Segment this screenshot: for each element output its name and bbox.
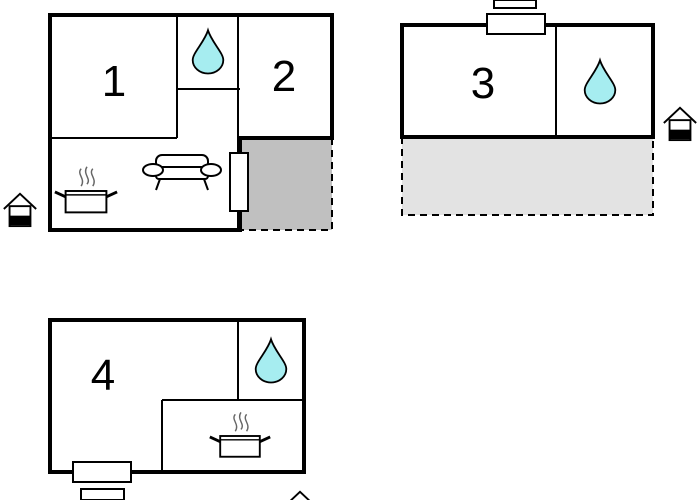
window-icon <box>493 0 537 9</box>
sofa-icon <box>142 154 222 191</box>
heater-icon <box>486 13 546 35</box>
water-drop-icon <box>583 59 617 105</box>
unit-c: 4 <box>48 318 318 500</box>
cooking-pot-icon <box>52 164 120 215</box>
cooking-pot-icon <box>207 410 273 459</box>
water-drop-icon <box>254 338 288 384</box>
room-3-label: 3 <box>471 59 495 108</box>
terrace-a <box>240 138 332 230</box>
window-icon <box>80 488 125 500</box>
unit-a: 1 2 <box>2 13 334 232</box>
terrace-b <box>402 137 653 215</box>
heater-icon <box>229 152 249 212</box>
room-4-label: 4 <box>91 351 115 400</box>
heater-icon <box>72 461 132 483</box>
room-2-label: 2 <box>272 52 296 101</box>
entrance-house-icon <box>662 106 698 142</box>
water-drop-icon <box>191 29 225 75</box>
entrance-house-icon <box>2 192 38 228</box>
room-1-label: 1 <box>102 57 126 106</box>
unit-b: 3 <box>400 0 698 216</box>
entrance-house-icon <box>282 490 318 500</box>
